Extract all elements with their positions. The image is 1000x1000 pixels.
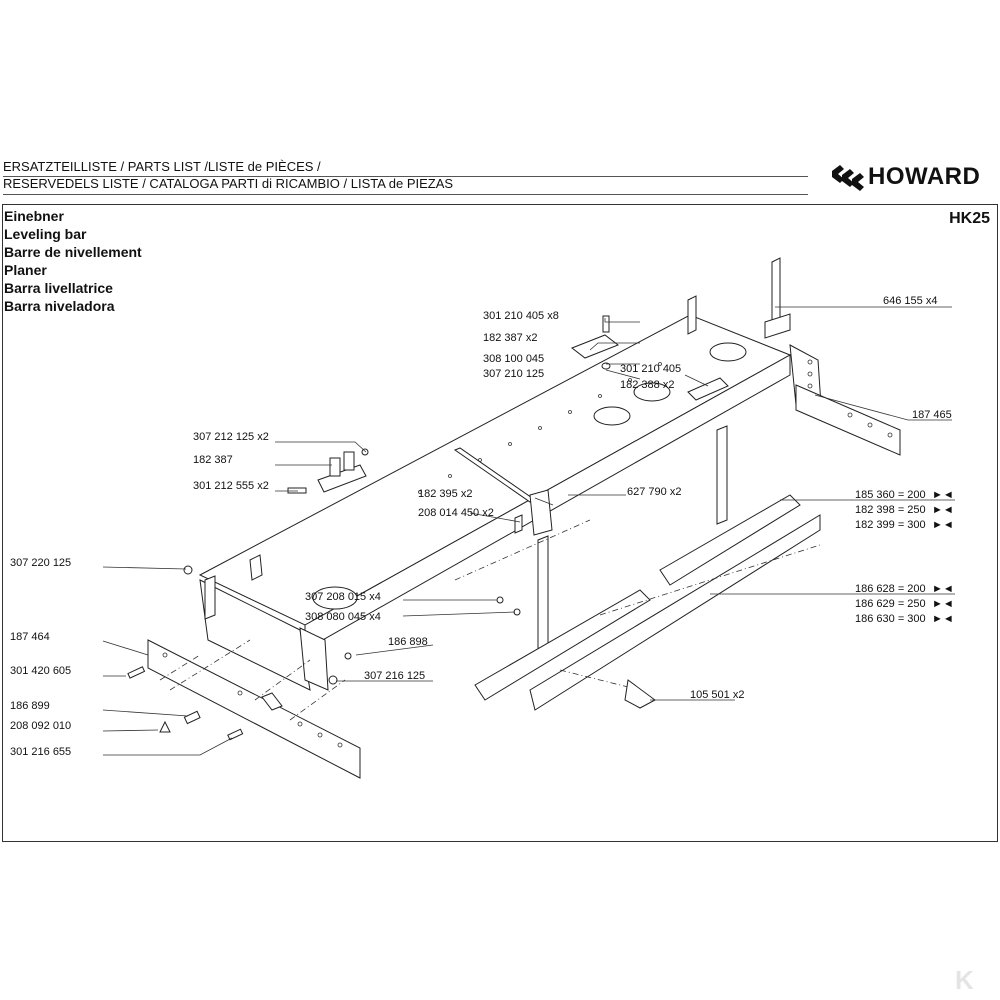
left-end-plate: [199, 554, 329, 691]
header-line-2: RESERVEDELS LISTE / CATALOGA PARTI di RI…: [3, 176, 454, 191]
label-182-399: 182 399 = 300: [855, 519, 926, 531]
label-307-210-125: 307 210 125: [483, 368, 544, 380]
title-block: Einebner Leveling bar Barre de nivelleme…: [4, 207, 142, 315]
label-307-216-125: 307 216 125: [364, 670, 425, 682]
angle-blades: [474, 494, 821, 711]
label-308-100-045: 308 100 045: [483, 353, 544, 365]
label-182-387: 182 387: [193, 454, 233, 466]
right-side-bar-holes: [807, 359, 893, 438]
howard-mark-icon: [832, 165, 864, 191]
label-307-220-125: 307 220 125: [10, 557, 71, 569]
watermark-logo: K: [955, 965, 974, 995]
part-labels: 301 210 405 x8 182 387 x2 308 100 045 30…: [10, 295, 954, 758]
diagram-frame: [2, 204, 998, 842]
label-308-080-045-x4: 308 080 045 x4: [305, 611, 381, 623]
label-186-898: 186 898: [388, 636, 428, 648]
marker-182-399: ►◄: [932, 519, 954, 531]
label-301-210-405-x8: 301 210 405 x8: [483, 310, 559, 322]
label-307-212-125-x2: 307 212 125 x2: [193, 431, 269, 443]
hardware: [127, 565, 656, 741]
marker-186-629: ►◄: [932, 598, 954, 610]
label-105-501-x2: 105 501 x2: [690, 689, 744, 701]
howard-logo: HOWARD: [830, 161, 1000, 195]
label-301-210-405: 301 210 405: [620, 363, 681, 375]
label-301-420-605: 301 420 605: [10, 665, 71, 677]
title-en: Leveling bar: [4, 226, 87, 242]
top-brackets: [287, 315, 729, 494]
label-301-212-555-x2: 301 212 555 x2: [193, 480, 269, 492]
label-208-014-450-x2: 208 014 450 x2: [418, 507, 494, 519]
label-186-899: 186 899: [10, 700, 50, 712]
label-182-398: 182 398 = 250: [855, 504, 926, 516]
header-divider: [3, 176, 808, 177]
title-it: Barra livellatrice: [4, 280, 113, 296]
adjust-bars: [453, 425, 728, 655]
label-187-464: 187 464: [10, 631, 50, 643]
marker-182-398: ►◄: [932, 504, 954, 516]
label-182-387-x2: 182 387 x2: [483, 332, 537, 344]
label-182-395-x2: 182 395 x2: [418, 488, 472, 500]
model-number: HK25: [949, 210, 990, 227]
title-es: Barra niveladora: [4, 298, 115, 314]
label-186-629: 186 629 = 250: [855, 598, 926, 610]
label-627-790-x2: 627 790 x2: [627, 486, 681, 498]
marker-186-630: ►◄: [932, 613, 954, 625]
title-de: Einebner: [4, 208, 64, 224]
header-divider: [3, 194, 808, 195]
right-end-plate: [687, 257, 901, 456]
label-186-628: 186 628 = 200: [855, 583, 926, 595]
front-leveling-plate: [147, 639, 361, 779]
label-307-208-015-x4: 307 208 015 x4: [305, 591, 381, 603]
header-line-1: ERSATZTEILLISTE / PARTS LIST /LISTE de P…: [3, 159, 321, 174]
label-301-216-655: 301 216 655: [10, 746, 71, 758]
label-208-092-010: 208 092 010: [10, 720, 71, 732]
label-187-465: 187 465: [912, 409, 952, 421]
label-186-630: 186 630 = 300: [855, 613, 926, 625]
label-646-155-x4: 646 155 x4: [883, 295, 937, 307]
leader-lines: [102, 306, 955, 756]
marker-185-360: ►◄: [932, 489, 954, 501]
marker-186-628: ►◄: [932, 583, 954, 595]
brand-name: HOWARD: [868, 163, 981, 190]
label-182-388-x2: 182 388 x2: [620, 379, 674, 391]
title-da: Planer: [4, 262, 47, 278]
label-185-360: 185 360 = 200: [855, 489, 926, 501]
title-fr: Barre de nivellement: [4, 244, 142, 260]
